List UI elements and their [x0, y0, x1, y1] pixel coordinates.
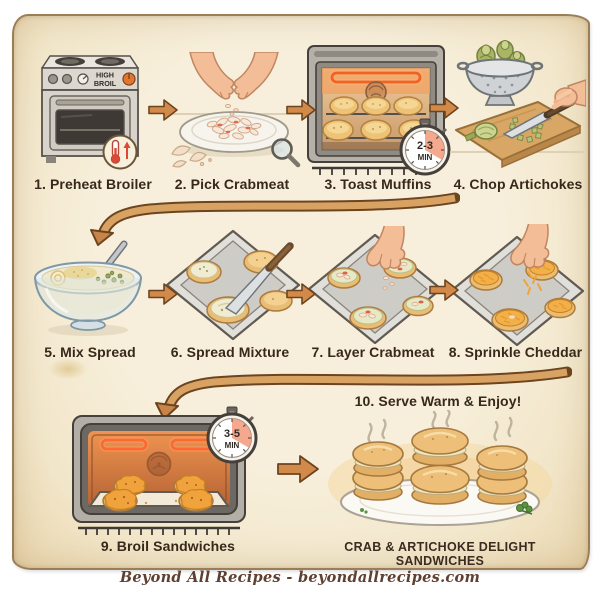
step-2-illustration: [162, 52, 302, 174]
spreading-knife-icon: [224, 242, 294, 315]
broiled-sandwich: [102, 488, 138, 512]
mayo-swirl: [50, 270, 66, 286]
step-7-illustration: [306, 226, 444, 344]
arrow-right-icon: [276, 452, 320, 486]
timer-text: 3-5: [224, 428, 240, 440]
parsley-icon: [360, 501, 533, 515]
footer-credit: Beyond All Recipes - beyondallrecipes.co…: [119, 569, 481, 586]
step-8-illustration: [448, 224, 586, 346]
step-9-label: 9. Broil Sandwiches: [100, 538, 236, 554]
step-8-label: 8. Sprinkle Cheddar: [448, 344, 583, 360]
sandwich: [410, 464, 470, 505]
arrow-right-icon: [428, 277, 460, 303]
step-6-illustration: [164, 228, 302, 342]
oven-fan-icon: [146, 451, 172, 477]
step-10-title: 10. Serve Warm & Enjoy!: [354, 393, 522, 409]
svg-text:BROIL: BROIL: [94, 79, 117, 88]
lower-rack: [85, 528, 230, 535]
falling-cheddar-shreds: [523, 271, 542, 295]
step-9-illustration: 3-5 MIN: [72, 402, 258, 538]
sandwich: [476, 445, 528, 481]
crab-shells: [171, 145, 212, 168]
hand-sprinkling-icon: [510, 224, 550, 269]
gripping-hand-icon: [551, 79, 586, 110]
baking-sheet-icon: [165, 229, 301, 341]
parmesan-mound: [63, 266, 97, 280]
colander-icon: [456, 58, 544, 106]
step-4-illustration: [448, 34, 586, 174]
baking-sheet-icon: [307, 226, 443, 344]
hand-layering-icon: [366, 226, 406, 270]
broiler-element: [100, 438, 148, 451]
arrow-right-icon: [285, 97, 317, 123]
oven-setting-text: HIGH: [96, 71, 114, 80]
steam-icon: [367, 410, 513, 444]
sandwich: [411, 427, 469, 467]
curved-arrow-icon: [88, 364, 572, 420]
step-5-illustration: [30, 240, 152, 342]
muffin-with-crab: [327, 267, 361, 289]
arrow-right-icon: [428, 95, 460, 121]
arrow-right-icon: [285, 281, 317, 307]
toaster-oven-icon: 2-3 MIN: [307, 45, 451, 176]
stopwatch-icon: 3-5 MIN: [206, 406, 258, 464]
step-5-label: 5. Mix Spread: [44, 344, 136, 360]
falling-crab-bits: [382, 276, 395, 290]
muffin-with-cheddar: [491, 308, 529, 332]
muffin-with-cheddar: [544, 297, 576, 319]
crabmeat-plate-icon: [164, 52, 301, 168]
stove-icon: HIGH BROIL: [41, 55, 139, 170]
muffins-back-row: [329, 96, 423, 116]
timer-text: 2-3: [417, 140, 433, 152]
crab-red-bits: [217, 120, 251, 134]
final-dish-caption: CRAB & ARTICHOKE DELIGHT SANDWICHES: [344, 540, 536, 568]
toasted-muffin: [259, 290, 293, 312]
halved-artichoke: [464, 122, 498, 142]
baking-sheet-icon: [449, 224, 585, 346]
step-7-label: 7. Layer Crabmeat: [311, 344, 435, 360]
broiler-oven-icon: 3-5 MIN: [72, 406, 258, 535]
step-3-label: 3. Toast Muffins: [324, 176, 432, 192]
step-3-illustration: 2-3 MIN: [306, 42, 454, 178]
arrow-right-icon: [147, 97, 179, 123]
cutting-board-icon: [450, 40, 586, 169]
mixing-bowl-icon: [34, 240, 142, 336]
step-6-label: 6. Spread Mixture: [170, 344, 290, 360]
stopwatch-icon: 2-3 MIN: [399, 118, 451, 176]
step-1-label: 1. Preheat Broiler: [34, 176, 152, 192]
muffin-with-cheddar: [469, 269, 503, 291]
artichoke-bits: [95, 270, 125, 285]
sandwich: [352, 441, 404, 477]
step-1-illustration: HIGH BROIL: [34, 38, 146, 172]
svg-text:MIN: MIN: [418, 153, 433, 162]
magnifying-glass-icon: [271, 138, 301, 168]
svg-text:MIN: MIN: [225, 441, 240, 450]
muffin-with-spread: [186, 260, 222, 284]
arrow-right-icon: [147, 281, 179, 307]
serving-plate-icon: [328, 410, 552, 526]
hands-picking-icon: [189, 52, 279, 100]
thermometer-rising-icon: [102, 134, 138, 170]
muffin-with-crab: [402, 295, 434, 317]
curved-arrow-icon: [78, 190, 460, 246]
step-10-illustration: [324, 410, 556, 532]
broiled-sandwich: [178, 488, 214, 512]
muffin-with-crab: [349, 306, 387, 330]
step-4-label: 4. Chop Artichokes: [453, 176, 583, 192]
step-2-label: 2. Pick Crabmeat: [174, 176, 290, 192]
